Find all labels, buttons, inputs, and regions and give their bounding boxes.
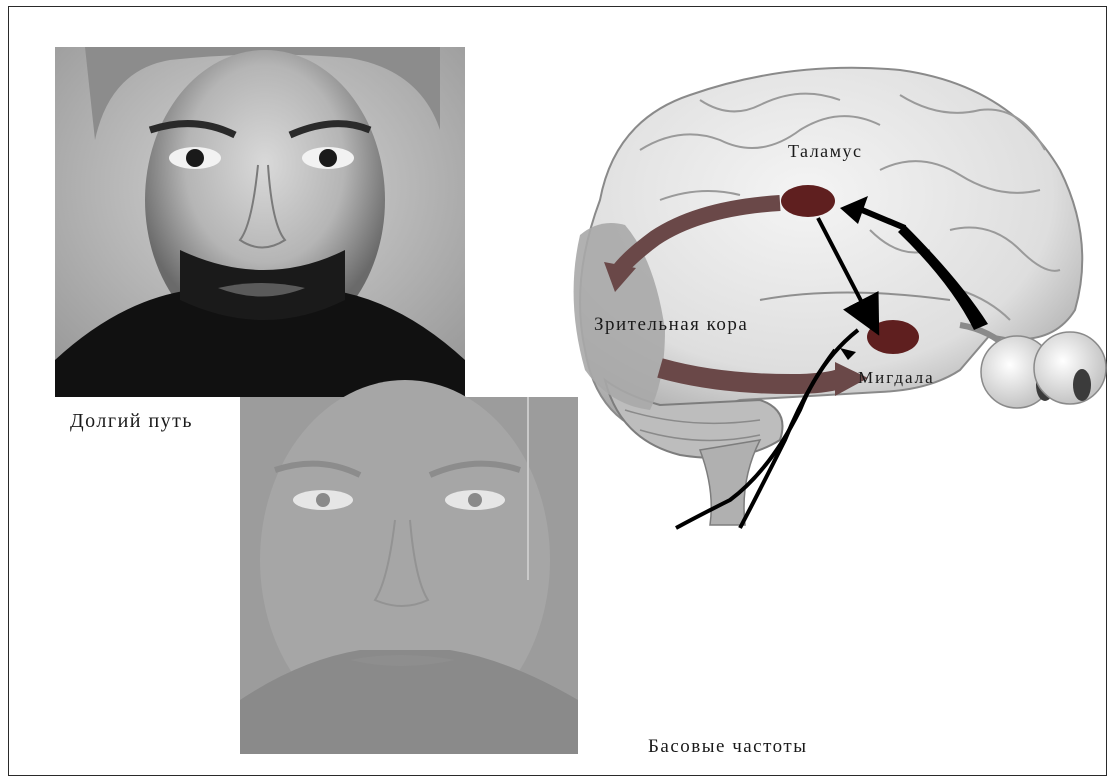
bass-frequencies-label: Басовые частоты — [648, 736, 808, 758]
sharp-face-photo — [55, 47, 465, 397]
eyeballs — [981, 332, 1106, 408]
visual-cortex-label: Зрительная кора — [594, 314, 748, 336]
long-path-label: Долгий путь — [70, 410, 193, 433]
thalamus-nucleus — [781, 185, 835, 217]
amygdala-label: Мигдала — [858, 368, 935, 388]
brain-illustration — [574, 68, 1083, 525]
amygdala-nucleus — [867, 320, 919, 354]
thalamus-label: Таламус — [788, 141, 863, 162]
blurred-face-photo — [240, 380, 578, 754]
